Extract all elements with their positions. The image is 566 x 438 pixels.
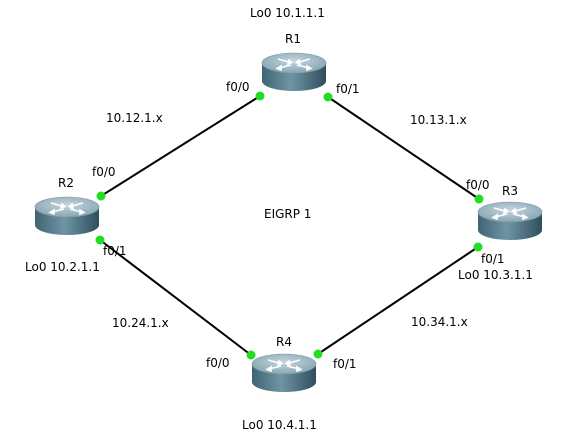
router-r4-name: R4 [276, 335, 292, 349]
r4-port-f0-1-label: f0/1 [333, 357, 357, 371]
port-dot-r2-f0-0 [96, 191, 106, 201]
r3-port-f0-0-label: f0/0 [466, 178, 490, 192]
router-r1-name: R1 [285, 32, 301, 46]
router-r2-icon[interactable] [34, 196, 100, 236]
port-dot-r1-f0-1 [323, 92, 333, 102]
r3-port-f0-1-label: f0/1 [481, 252, 505, 266]
router-r4-icon[interactable] [251, 353, 317, 393]
r1-port-f0-1-label: f0/1 [336, 82, 360, 96]
port-dot-r4-f0-0 [246, 350, 256, 360]
link-r1-r2-subnet: 10.12.1.x [106, 111, 163, 125]
protocol-label: EIGRP 1 [264, 207, 312, 221]
router-r3-icon[interactable] [477, 201, 543, 241]
router-r1-loopback: Lo0 10.1.1.1 [250, 6, 325, 20]
router-r2-loopback: Lo0 10.2.1.1 [25, 260, 100, 274]
router-r3-loopback: Lo0 10.3.1.1 [458, 268, 533, 282]
port-dot-r3-f0-1 [473, 242, 483, 252]
link-r1-r2 [100, 95, 261, 197]
router-r2-name: R2 [58, 176, 74, 190]
router-r1-icon[interactable] [261, 52, 327, 92]
r4-port-f0-0-label: f0/0 [206, 356, 230, 370]
router-r4-loopback: Lo0 10.4.1.1 [242, 418, 317, 432]
link-r3-r4 [317, 246, 479, 355]
link-r2-r4 [99, 239, 252, 356]
port-dot-r4-f0-1 [313, 349, 323, 359]
link-r1-r3-subnet: 10.13.1.x [410, 113, 467, 127]
r2-port-f0-0-label: f0/0 [92, 165, 116, 179]
link-r3-r4-subnet: 10.34.1.x [411, 315, 468, 329]
link-r2-r4-subnet: 10.24.1.x [112, 316, 169, 330]
port-dot-r2-f0-1 [95, 235, 105, 245]
router-r3-name: R3 [502, 184, 518, 198]
r2-port-f0-1-label: f0/1 [103, 244, 127, 258]
port-dot-r1-f0-0 [255, 91, 265, 101]
r1-port-f0-0-label: f0/0 [226, 80, 250, 94]
port-dot-r3-f0-0 [474, 194, 484, 204]
link-r1-r3 [327, 96, 480, 200]
